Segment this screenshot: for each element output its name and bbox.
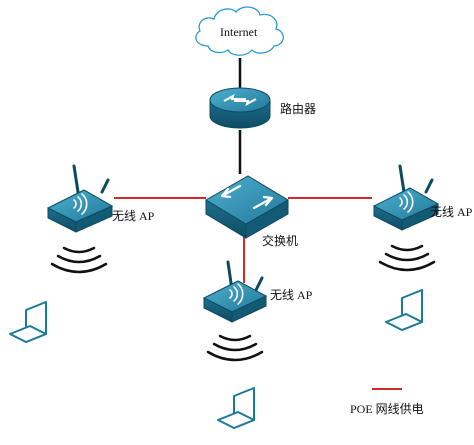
internet-label: Internet bbox=[220, 25, 258, 39]
ap-left-icon bbox=[46, 164, 114, 233]
switch-label: 交换机 bbox=[262, 234, 299, 248]
laptop-center-icon bbox=[217, 387, 255, 429]
ap-right-label: 无线 AP bbox=[430, 205, 473, 219]
router-label: 路由器 bbox=[280, 102, 317, 116]
ap-left-label: 无线 AP bbox=[112, 209, 155, 223]
router-icon bbox=[209, 87, 271, 129]
laptop-right-icon bbox=[385, 289, 423, 331]
laptop-left-icon bbox=[9, 301, 47, 343]
ap-center-signal-icon bbox=[206, 334, 264, 362]
switch-icon bbox=[205, 175, 289, 239]
ap-left-signal-icon bbox=[50, 246, 108, 274]
ap-center-icon bbox=[202, 260, 268, 323]
ap-center-label: 无线 AP bbox=[270, 288, 313, 302]
internet-cloud bbox=[195, 6, 284, 56]
ap-right-signal-icon bbox=[378, 244, 436, 272]
legend-poe-label: POE 网线供电 bbox=[350, 402, 424, 416]
ap-right-icon bbox=[372, 164, 440, 231]
